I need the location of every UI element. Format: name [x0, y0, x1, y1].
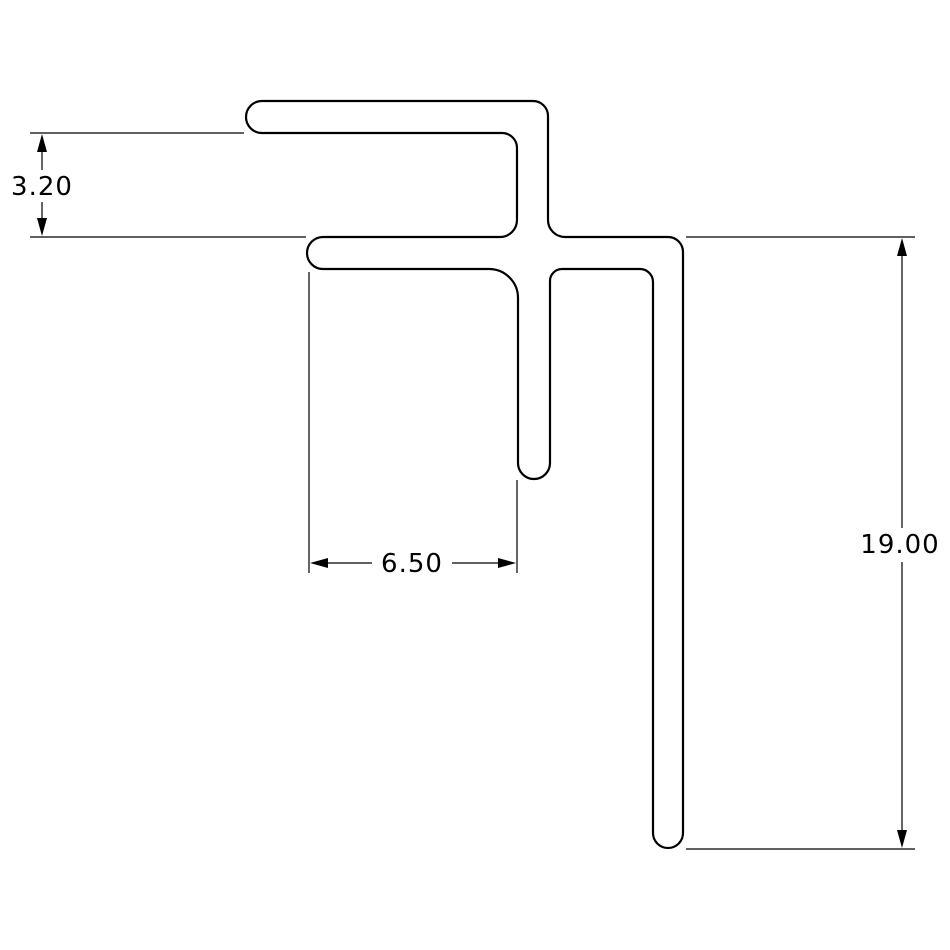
arrow-down-icon: [37, 218, 47, 236]
dimension-label-width-leg: 6.50: [381, 549, 443, 579]
extrusion-profile-outline: [244, 99, 685, 850]
dimension-height-total: 19.00: [686, 236, 939, 850]
dimension-width-leg: 6.50: [308, 272, 518, 579]
arrow-right-icon: [498, 558, 516, 568]
arrow-left-icon: [310, 558, 328, 568]
arrow-down-icon: [897, 830, 907, 848]
dimension-label-height-top: 3.20: [11, 172, 73, 202]
dimension-height-top: 3.20: [11, 132, 306, 238]
dimension-label-height-total: 19.00: [860, 530, 939, 560]
arrow-up-icon: [37, 134, 47, 152]
arrow-up-icon: [897, 238, 907, 256]
